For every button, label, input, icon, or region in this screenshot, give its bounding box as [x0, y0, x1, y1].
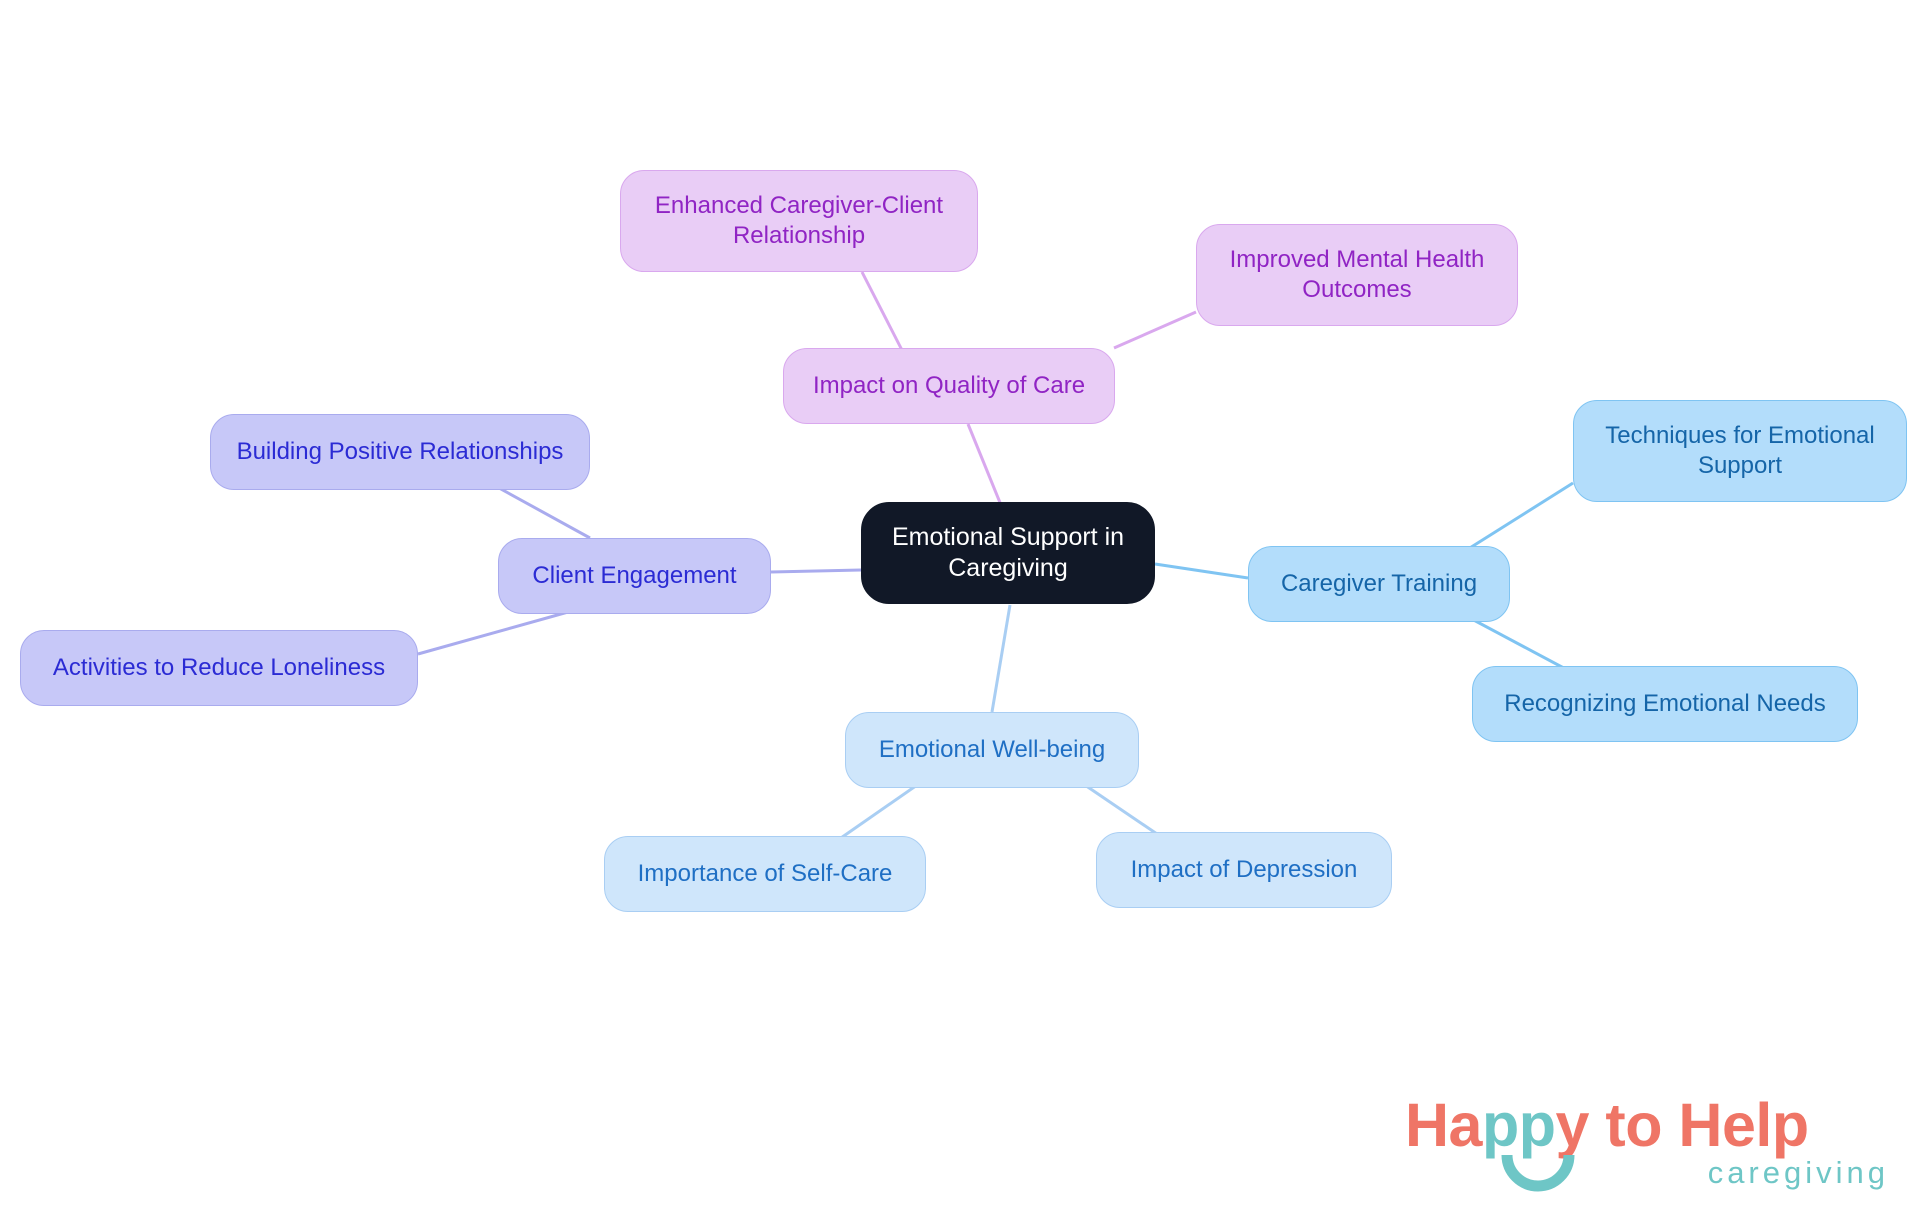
- logo-text-y: y: [1555, 1091, 1590, 1159]
- node-recognizing-emotional-needs[interactable]: Recognizing Emotional Needs: [1472, 666, 1858, 742]
- logo-tagline: caregiving: [1707, 1155, 1889, 1190]
- edge-root-impact-on-quality-of-care: [966, 423, 1005, 511]
- brand-logo: Happy to Help caregiving: [1405, 1095, 1895, 1205]
- smile-icon: [1501, 1154, 1575, 1192]
- logo-text-ha: Ha: [1405, 1091, 1482, 1159]
- edge-client-activities-loneliness: [417, 605, 587, 656]
- node-importance-of-self-care[interactable]: Importance of Self-Care: [604, 836, 926, 912]
- node-caregiver-training[interactable]: Caregiver Training: [1248, 546, 1510, 622]
- edge-root-client-engagement: [770, 568, 862, 574]
- node-enhanced-caregiver-client-relationship[interactable]: Enhanced Caregiver-Client Relationship: [620, 170, 978, 272]
- edge-root-emotional-well-being: [990, 604, 1012, 713]
- edge-wellbeing-self-care: [837, 781, 921, 842]
- logo-wordmark: Happy to Help: [1405, 1095, 1809, 1156]
- edge-impact-improved-mental-health: [1113, 310, 1197, 350]
- node-client-engagement[interactable]: Client Engagement: [498, 538, 771, 614]
- node-techniques-for-emotional-support[interactable]: Techniques for Emotional Support: [1573, 400, 1907, 502]
- node-improved-mental-health-outcomes[interactable]: Improved Mental Health Outcomes: [1196, 224, 1518, 326]
- logo-text-to-help: to Help: [1588, 1091, 1809, 1159]
- node-impact-on-quality-of-care[interactable]: Impact on Quality of Care: [783, 348, 1115, 424]
- node-impact-of-depression[interactable]: Impact of Depression: [1096, 832, 1392, 908]
- logo-text-pp: pp: [1481, 1091, 1556, 1159]
- node-root[interactable]: Emotional Support in Caregiving: [861, 502, 1155, 604]
- edge-caregiver-techniques: [1464, 481, 1574, 553]
- node-building-positive-relationships[interactable]: Building Positive Relationships: [210, 414, 590, 490]
- edge-root-caregiver-training: [1154, 562, 1249, 580]
- node-activities-to-reduce-loneliness[interactable]: Activities to Reduce Loneliness: [20, 630, 418, 706]
- node-emotional-well-being[interactable]: Emotional Well-being: [845, 712, 1139, 788]
- edge-impact-enhanced-relationship: [860, 271, 907, 357]
